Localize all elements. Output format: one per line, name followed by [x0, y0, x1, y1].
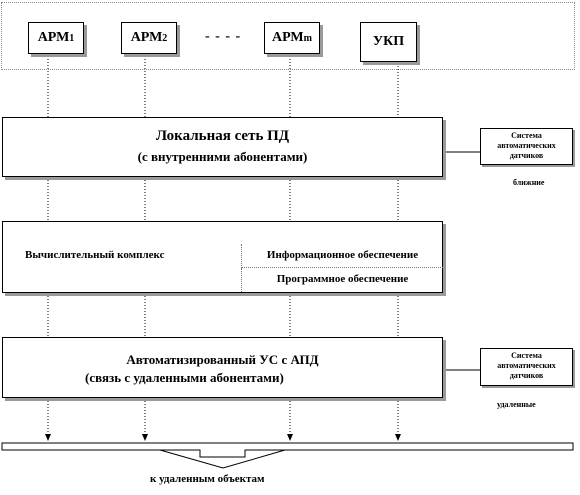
sensors-near-box: Система автоматических датчиков — [480, 128, 573, 165]
armm-label: АРМ — [272, 30, 304, 45]
workstation-ellipsis: - - - - — [205, 29, 242, 44]
armm-subscript: m — [303, 32, 312, 44]
ukp-box: УКП — [360, 22, 417, 62]
sensors-remote-line-3: датчиков — [509, 371, 544, 380]
arrowhead-3 — [287, 434, 293, 441]
sensors-remote-box: Система автоматических датчиков — [480, 348, 573, 386]
arrowhead-1 — [45, 434, 51, 441]
computing-box: Вычислительный комплекс Информационное о… — [2, 221, 443, 293]
arrowhead-2 — [142, 434, 148, 441]
software-support: Программное обеспечение — [241, 268, 443, 292]
ukp-label: УКП — [372, 34, 405, 49]
workstations-frame — [1, 2, 575, 70]
info-support: Информационное обеспечение — [241, 244, 443, 268]
remote-objects-caption: к удаленным объектам — [150, 473, 265, 485]
arm1-label: АРМ — [37, 30, 70, 45]
sensors-near-line-3: датчиков — [509, 151, 544, 160]
sensors-near-caption: ближние — [513, 178, 545, 187]
lan-box: Локальная сеть ПД (с внутренними абонент… — [2, 117, 443, 177]
communication-subtitle: (связь с удаленными абонентами) — [85, 370, 284, 385]
sensors-remote-caption: удаленные — [497, 400, 536, 409]
lan-title: Локальная сеть ПД — [155, 128, 290, 144]
computing-label: Вычислительный комплекс — [25, 249, 165, 261]
sensors-near-line-1: Система — [511, 131, 542, 140]
communication-title: Автоматизированный УС с АПД — [126, 352, 319, 367]
communication-box: Автоматизированный УС с АПД (связь с уда… — [2, 337, 443, 398]
bus-funnel — [159, 449, 286, 469]
sensors-remote-line-1: Система — [511, 351, 542, 360]
sensors-remote-line-2: автоматических — [497, 361, 556, 370]
arm2-subscript: 2 — [162, 32, 168, 44]
arrowhead-4 — [395, 434, 401, 441]
bottom-bus — [1, 442, 574, 458]
arm1-subscript: 1 — [69, 32, 75, 44]
arm2-label: АРМ — [130, 30, 163, 45]
lan-subtitle: (с внутренними абонентами) — [137, 149, 308, 164]
sensors-near-line-2: автоматических — [497, 141, 556, 150]
